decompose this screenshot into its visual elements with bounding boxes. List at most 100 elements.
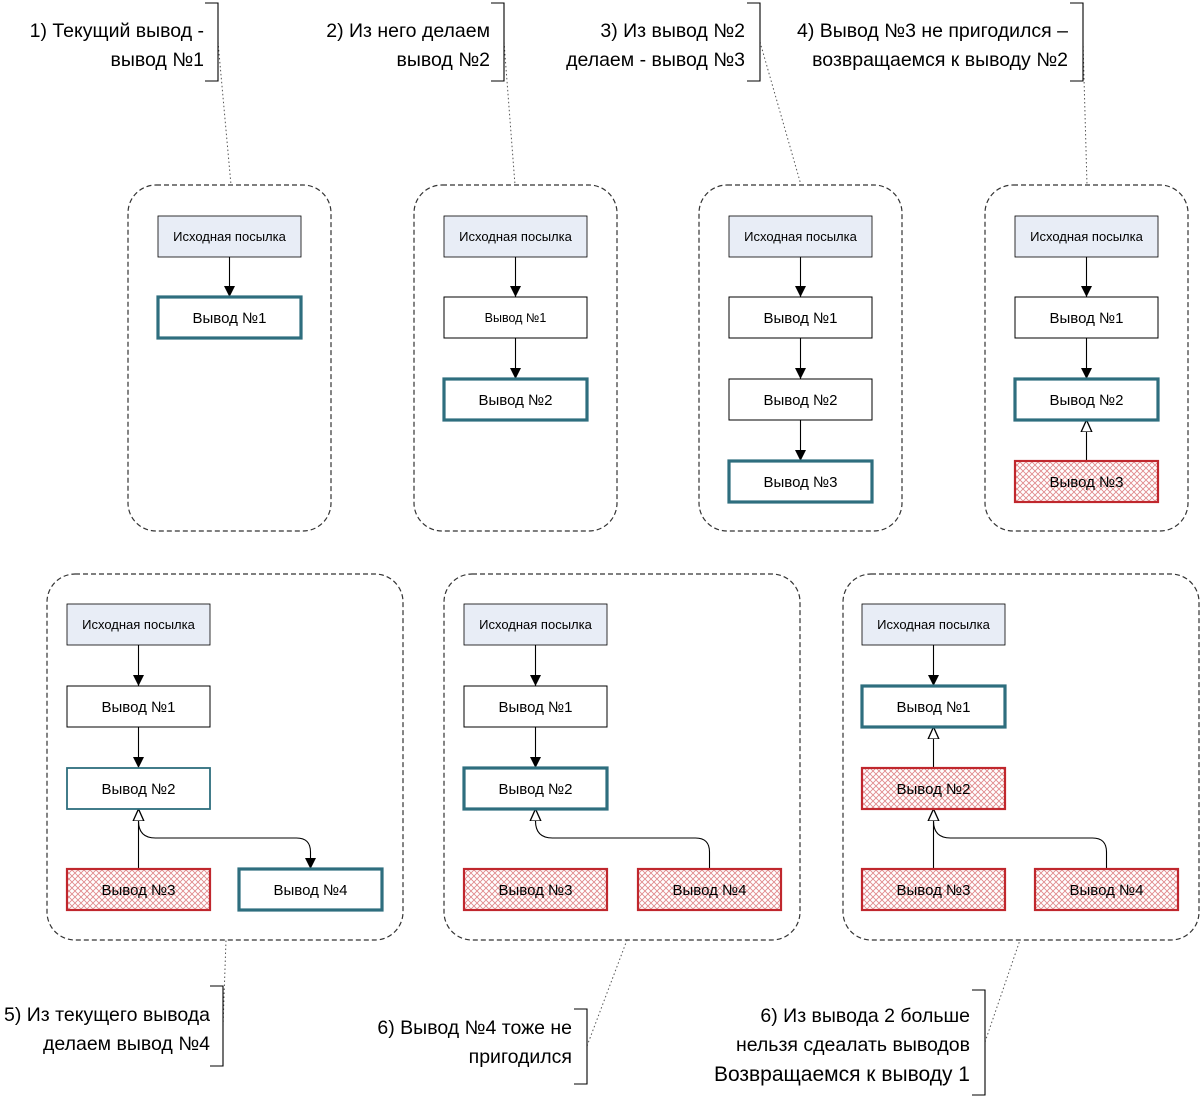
g7-conclusion-4: Вывод №4: [1033, 867, 1180, 912]
g3-conclusion-1: Вывод №1: [728, 296, 873, 339]
g6-source-box: [463, 603, 608, 646]
g6-conclusion-1-label: Вывод №1: [499, 699, 573, 716]
note-step5-line1: 5) Из текущего вывода: [4, 1004, 210, 1026]
note-step6b: 6) Из вывода 2 больше нельзя сдеалать вы…: [714, 1002, 970, 1089]
note-step4-bracket: [1070, 2, 1084, 82]
note-step1-line1: 1) Текущий вывод -: [29, 20, 204, 42]
g7-conclusion-2-label: Вывод №2: [897, 781, 971, 798]
g2-source-box: [443, 215, 588, 258]
note-step5: 5) Из текущего вывода делаем вывод №4: [4, 1001, 210, 1059]
g5-conclusion-4: Вывод №4: [237, 867, 384, 912]
note-step2-line1: 2) Из него делаем: [326, 20, 490, 42]
g4-source: Исходная посылка: [1014, 215, 1159, 258]
g1-conclusion-1: Вывод №1: [156, 295, 303, 340]
g2-source-label: Исходная посылка: [459, 229, 572, 244]
g7-conclusion-1: Вывод №1: [860, 684, 1007, 729]
g7-conclusion-1-box: [860, 684, 1007, 729]
g5-conclusion-2: Вывод №2: [66, 767, 211, 810]
note-step6a: 6) Вывод №4 тоже не пригодился: [377, 1014, 572, 1072]
note-step6a-bracket: [574, 1008, 588, 1085]
g1-source-label: Исходная посылка: [173, 229, 286, 244]
group-5: [46, 573, 404, 941]
g7-source: Исходная посылка: [861, 603, 1006, 646]
g5-conclusion-1-label: Вывод №1: [102, 699, 176, 716]
g4-conclusion-2-box: [1013, 377, 1160, 422]
g4-conclusion-3-box: [1013, 459, 1160, 504]
g2-conclusion-1: Вывод №1: [443, 296, 588, 339]
g5-source: Исходная посылка: [66, 603, 211, 646]
g6-conclusion-2: Вывод №2: [462, 766, 609, 811]
g7-source-box: [861, 603, 1006, 646]
g2-conclusion-2-box: [442, 377, 589, 422]
g1-source-box: [157, 215, 302, 258]
g7-conclusion-4-label: Вывод №4: [1070, 882, 1144, 899]
note-step6b-line2: нельзя сдеалать выводов: [735, 1034, 970, 1056]
note-step2-line2: вывод №2: [396, 49, 491, 71]
g4-conclusion-1: Вывод №1: [1014, 296, 1159, 339]
g3-conclusion-1-box: [728, 296, 873, 339]
note-step4-line2: возвращаемся к выводу №2: [812, 49, 1068, 71]
g2-source: Исходная посылка: [443, 215, 588, 258]
g6-conclusion-1-box: [463, 685, 608, 728]
g1-source: Исходная посылка: [157, 215, 302, 258]
g4-conclusion-1-label: Вывод №1: [1050, 310, 1124, 327]
g3-conclusion-3: Вывод №3: [727, 459, 874, 504]
g6-conclusion-2-box: [462, 766, 609, 811]
g7-conclusion-2-box: [860, 766, 1007, 811]
g1-conclusion-1-label: Вывод №1: [193, 310, 267, 327]
g5-conclusion-4-label: Вывод №4: [274, 882, 348, 899]
g5-conclusion-2-label: Вывод №2: [102, 781, 176, 798]
g6-conclusion-4: Вывод №4: [636, 867, 783, 912]
group-6: [443, 573, 801, 941]
note-step5-bracket: [210, 985, 224, 1067]
note-step6b-leader: [984, 939, 1021, 1043]
g6-conclusion-3-label: Вывод №3: [499, 882, 573, 899]
g5-conclusion-3-label: Вывод №3: [102, 882, 176, 899]
g2-conclusion-2-label: Вывод №2: [479, 392, 553, 409]
note-step1: 1) Текущий вывод - вывод №1: [30, 17, 204, 75]
g5-edge-c2-c4: [137, 820, 316, 869]
group-1: [127, 184, 332, 532]
g7-edge-back-c4-c2: [932, 820, 1108, 869]
note-step6b-line1: 6) Из вывода 2 больше: [760, 1005, 970, 1027]
note-step6a-line1: 6) Вывод №4 тоже не: [377, 1017, 572, 1039]
g7-conclusion-4-box: [1033, 867, 1180, 912]
g3-conclusion-3-box: [727, 459, 874, 504]
note-step1-leader: [217, 41, 232, 186]
g4-conclusion-2: Вывод №2: [1013, 377, 1160, 422]
g5-conclusion-1-box: [66, 685, 211, 728]
note-step6b-bracket: [972, 989, 986, 1096]
note-step6b-line3: Возвращаемся к выводу 1: [713, 1063, 970, 1086]
g4-conclusion-2-label: Вывод №2: [1050, 392, 1124, 409]
g6-conclusion-4-box: [636, 867, 783, 912]
g6-conclusion-1: Вывод №1: [463, 685, 608, 728]
g3-conclusion-1-label: Вывод №1: [764, 310, 838, 327]
note-step3-line1: 3) Из вывод №2: [600, 20, 745, 42]
note-step4-line1: 4) Вывод №3 не пригодился –: [797, 20, 1068, 42]
g5-source-box: [66, 603, 211, 646]
note-step2: 2) Из него делаем вывод №2: [326, 17, 490, 75]
g5-conclusion-3: Вывод №3: [65, 867, 212, 912]
group-4: [984, 184, 1189, 532]
note-step6a-leader: [586, 939, 628, 1047]
g4-conclusion-3: Вывод №3: [1013, 459, 1160, 504]
group-2: [413, 184, 618, 532]
g2-conclusion-1-box: [443, 296, 588, 339]
note-step1-bracket: [205, 2, 219, 82]
note-step4-leader: [1082, 41, 1088, 186]
g3-conclusion-2-box: [728, 378, 873, 421]
g2-conclusion-2: Вывод №2: [442, 377, 589, 422]
g7-conclusion-3-label: Вывод №3: [897, 882, 971, 899]
note-step5-line2: делаем вывод №4: [43, 1033, 210, 1055]
g6-conclusion-4-label: Вывод №4: [673, 882, 747, 899]
g7-conclusion-3: Вывод №3: [860, 867, 1007, 912]
g7-conclusion-3-box: [860, 867, 1007, 912]
g7-conclusion-2: Вывод №2: [860, 766, 1007, 811]
g5-conclusion-2-box: [66, 767, 211, 810]
note-step4: 4) Вывод №3 не пригодился – возвращаемся…: [797, 17, 1068, 75]
g6-edge-back-c4-c2: [534, 820, 711, 869]
note-step3-line2: делаем - вывод №3: [566, 49, 745, 71]
g6-conclusion-3-box: [462, 867, 609, 912]
note-step1-line2: вывод №1: [110, 49, 205, 71]
